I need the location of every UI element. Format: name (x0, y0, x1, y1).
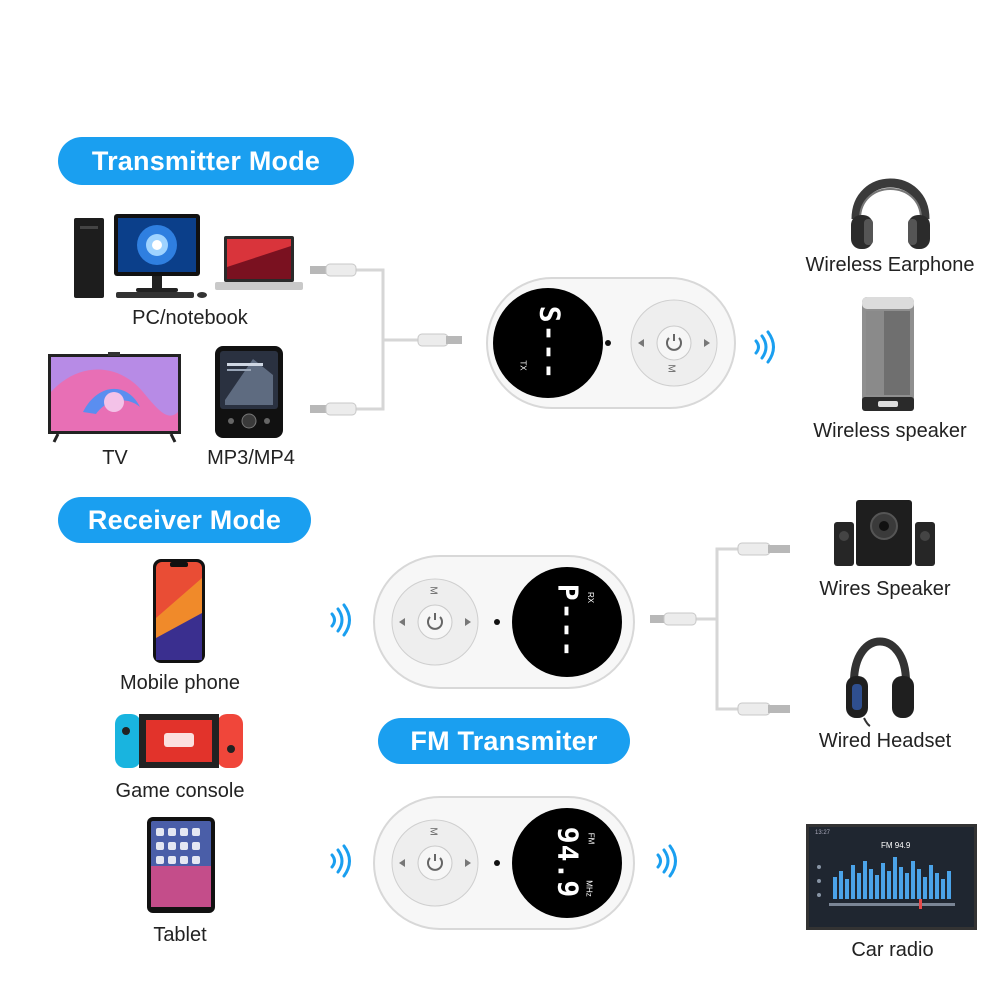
fm-mode-indicator: FM (586, 832, 596, 845)
wired-headset-label: Wired Headset (818, 730, 952, 752)
fm-device-m-label: M (427, 827, 439, 836)
tablet-icon (147, 817, 215, 913)
car-radio-screen: 13:27 FM 94.9 (806, 824, 977, 930)
game-console-label: Game console (115, 780, 245, 802)
car-radio-time: 13:27 (815, 830, 831, 836)
receiver-device: P--- RX M (373, 555, 635, 689)
car-radio-equalizer (817, 857, 955, 909)
rx-display-readout: P--- (551, 583, 585, 660)
receiver-mode-title: Receiver Mode (58, 497, 311, 543)
rx-mode-indicator: RX (586, 591, 596, 604)
wireless-speaker-label: Wireless speaker (813, 420, 967, 442)
wireless-signal-icon (330, 603, 351, 637)
pc-notebook-label: PC/notebook (132, 307, 248, 329)
tv-icon (48, 352, 181, 443)
wired-headset-icon (846, 637, 914, 727)
tx-mode-indicator: TX (518, 360, 528, 371)
transmitter-device: S--- TX M (486, 277, 736, 409)
wires-speaker-label: Wires Speaker (819, 578, 951, 600)
wireless-speaker-icon (862, 297, 914, 411)
tx-display-readout: S--- (533, 305, 567, 382)
transmitter-device-m-label: M (665, 364, 677, 373)
wireless-signal-icon (656, 844, 677, 878)
receiver-device-m-label: M (427, 586, 439, 595)
transmitter-mode-title: Transmitter Mode (58, 137, 354, 185)
game-console-icon (115, 714, 243, 768)
mobile-phone-icon (153, 559, 205, 663)
fm-display-readout: 94.9 (551, 826, 585, 899)
wireless-signal-icon (754, 330, 775, 364)
mp3-player-icon (215, 346, 283, 438)
mobile-phone-label: Mobile phone (119, 672, 241, 694)
wireless-signal-icon (330, 844, 351, 878)
mp3-mp4-label: MP3/MP4 (207, 447, 295, 469)
fm-transmitter-device: 94.9 FM MHz M (373, 796, 635, 930)
wired-speaker-icon (834, 500, 935, 566)
car-radio-label: Car radio (851, 939, 934, 961)
tv-label: TV (102, 447, 128, 469)
car-radio-station: FM 94.9 (881, 841, 911, 850)
tablet-label: Tablet (153, 924, 207, 946)
headphones-icon (851, 178, 930, 249)
fm-transmitter-title: FM Transmiter (378, 718, 630, 764)
pc-desktop-icon (74, 214, 303, 298)
fm-unit-indicator: MHz (584, 880, 594, 897)
wireless-earphone-label: Wireless Earphone (805, 254, 975, 276)
